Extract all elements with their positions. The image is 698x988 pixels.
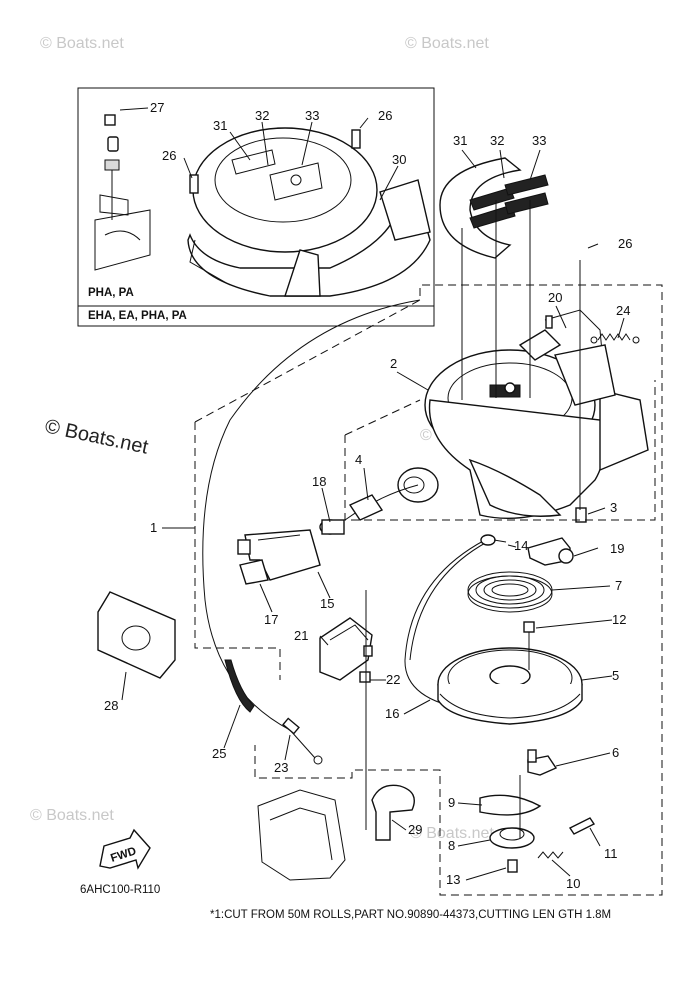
callout-32-inset: 32 — [255, 108, 269, 123]
callout-15: 15 — [320, 596, 334, 611]
cable-bracket — [319, 617, 373, 683]
callout-32: 32 — [490, 133, 504, 148]
variant-label-eha-ea-pha-pa: EHA, EA, PHA, PA — [88, 310, 187, 322]
callout-1: 1 — [150, 520, 157, 535]
callout-27: 27 — [150, 100, 164, 115]
callout-3: 3 — [610, 500, 617, 515]
callout-25: 25 — [212, 746, 226, 761]
watermark: © Boats.net — [410, 825, 494, 842]
callout-31-inset: 31 — [213, 118, 227, 133]
callout-23: 23 — [274, 760, 288, 775]
callout-17: 17 — [264, 612, 278, 627]
callout-31: 31 — [453, 133, 467, 148]
callout-10: 10 — [566, 876, 580, 891]
callout-labels: 27 31 32 33 26 26 30 31 32 33 26 20 24 2… — [104, 100, 632, 891]
callout-19: 19 — [610, 541, 624, 556]
callout-21: 21 — [294, 628, 308, 643]
callout-26-inset-right: 26 — [378, 108, 392, 123]
footnote: *1:CUT FROM 50M ROLLS,PART NO.90890-4437… — [210, 909, 611, 921]
callout-26: 26 — [618, 236, 632, 251]
inset-panel: PHA, PA EHA, EA, PHA, PA — [77, 87, 435, 327]
recoil-starter-housing — [397, 157, 649, 523]
callout-8: 8 — [448, 838, 455, 853]
callout-2: 2 — [390, 356, 397, 371]
variant-label-pha-pa: PHA, PA — [88, 287, 134, 299]
watermark: © Boats.net — [30, 807, 114, 824]
callout-24: 24 — [616, 303, 630, 318]
watermark: © Boats.net — [405, 35, 489, 52]
callout-9: 9 — [448, 795, 455, 810]
callout-5: 5 — [612, 668, 619, 683]
callout-33: 33 — [532, 133, 546, 148]
callout-14: 14 — [514, 538, 528, 553]
brand-watermark: © Boats.net — [43, 415, 151, 458]
watermark: © Boats.net — [40, 35, 124, 52]
callout-13: 13 — [446, 872, 460, 887]
callout-33-inset: 33 — [305, 108, 319, 123]
callout-18: 18 — [312, 474, 326, 489]
forward-arrow: FWD — [99, 828, 151, 870]
callout-11: 11 — [604, 846, 618, 861]
callout-22: 22 — [386, 672, 400, 687]
callout-20: 20 — [548, 290, 562, 305]
sheave-drum — [437, 647, 583, 725]
callout-12: 12 — [612, 612, 626, 627]
callout-4: 4 — [355, 452, 362, 467]
leader-lines — [119, 107, 625, 881]
callout-29: 29 — [408, 822, 422, 837]
recoil-spring — [467, 571, 553, 613]
callout-7: 7 — [615, 578, 622, 593]
callout-6: 6 — [612, 745, 619, 760]
drawing-code: 6AHC100-R110 — [80, 884, 160, 896]
starter-handle-assembly — [237, 484, 419, 585]
callout-30: 30 — [392, 152, 406, 167]
callout-16: 16 — [385, 706, 399, 721]
callout-28: 28 — [104, 698, 118, 713]
callout-26-inset-left: 26 — [162, 148, 176, 163]
